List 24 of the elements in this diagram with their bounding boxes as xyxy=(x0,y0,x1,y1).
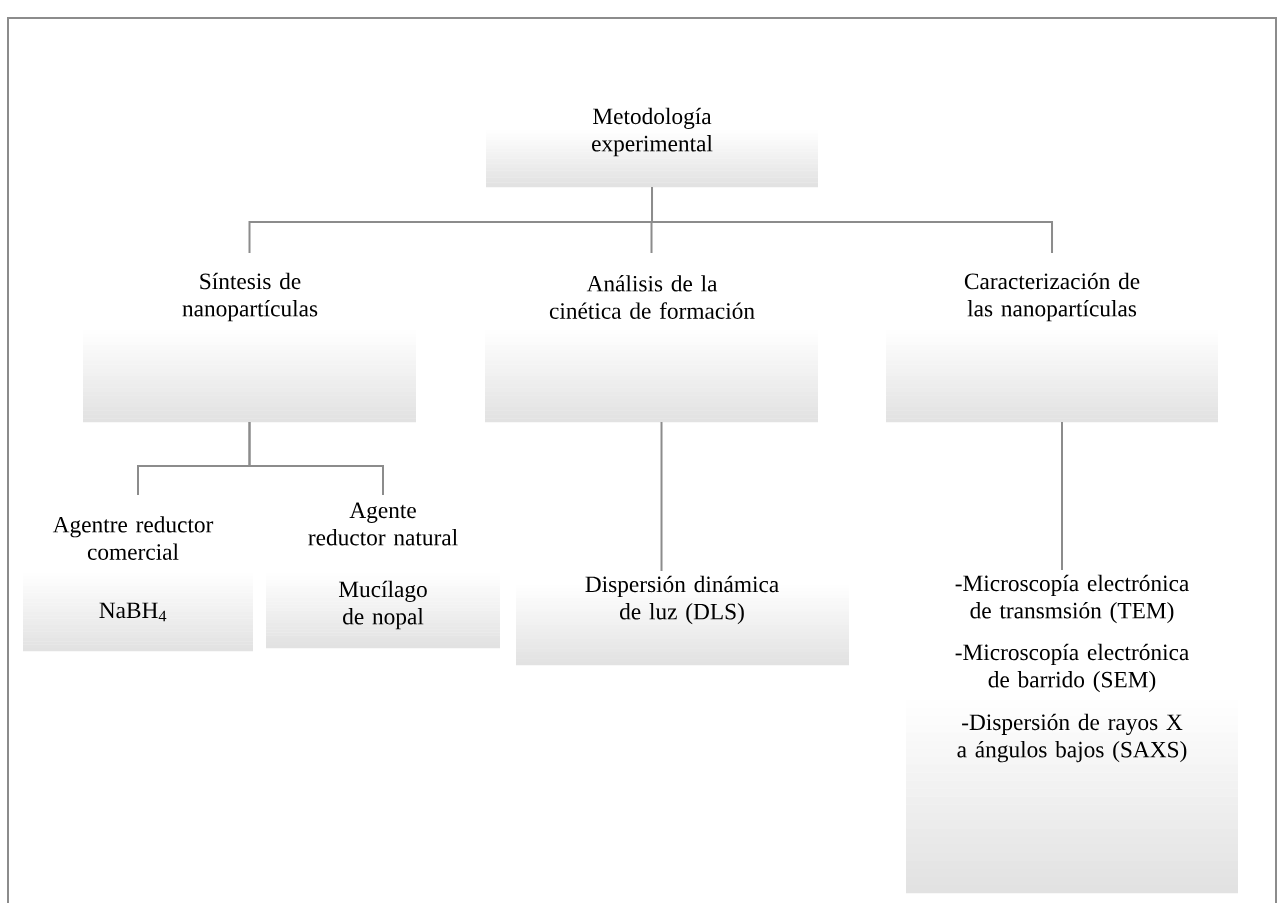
connector-line xyxy=(651,186,1053,254)
process-box: Agente reductor natural Mucílago de nopal xyxy=(266,495,500,649)
connector-line xyxy=(1061,421,1063,571)
process-box: Agentre reductor comercial NaBH$_{4}$ xyxy=(23,495,253,652)
process-box: Dispersión dinámica de luz (DLS) xyxy=(516,571,849,666)
node-label: Síntesis de nanopartículas xyxy=(182,272,318,322)
node-label: Agentre reductor comercial xyxy=(52,516,214,560)
node-label: NaBH$_{4}$ xyxy=(99,602,167,622)
node-label: -Microscopía electrónica de barrido (SEM) xyxy=(955,643,1189,693)
connector-line xyxy=(660,421,663,572)
process-box: Análisis de la cinética de formación xyxy=(485,253,818,423)
process-box: -Microscopía electrónica de transmsión (TEM) -Microscopía electrónica de barrido (SEM) -Dispersión de rayos X a ángulos bajos (SAXS) xyxy=(906,570,1238,894)
node-label: Metodología experimental xyxy=(592,107,713,157)
process-box: Síntesis de nanopartículas xyxy=(83,253,416,423)
node-label: Caracterización de las nanopartículas xyxy=(964,272,1140,322)
connector-line xyxy=(248,421,384,496)
process-box: Metodología experimental xyxy=(486,98,818,188)
node-label: -Dispersión de rayos X a ángulos bajos (SAXS) xyxy=(957,713,1187,763)
node-label: Agente reductor natural xyxy=(308,502,458,546)
node-label: -Microscopía electrónica de transmsión (TEM) xyxy=(955,574,1189,624)
node-label: Dispersión dinámica de luz (DLS) xyxy=(585,575,779,625)
process-box: Caracterización de las nanopartículas xyxy=(886,253,1218,423)
node-label: Análisis de la cinética de formación xyxy=(549,275,755,319)
node-label: Mucílago de nopal xyxy=(338,580,427,630)
